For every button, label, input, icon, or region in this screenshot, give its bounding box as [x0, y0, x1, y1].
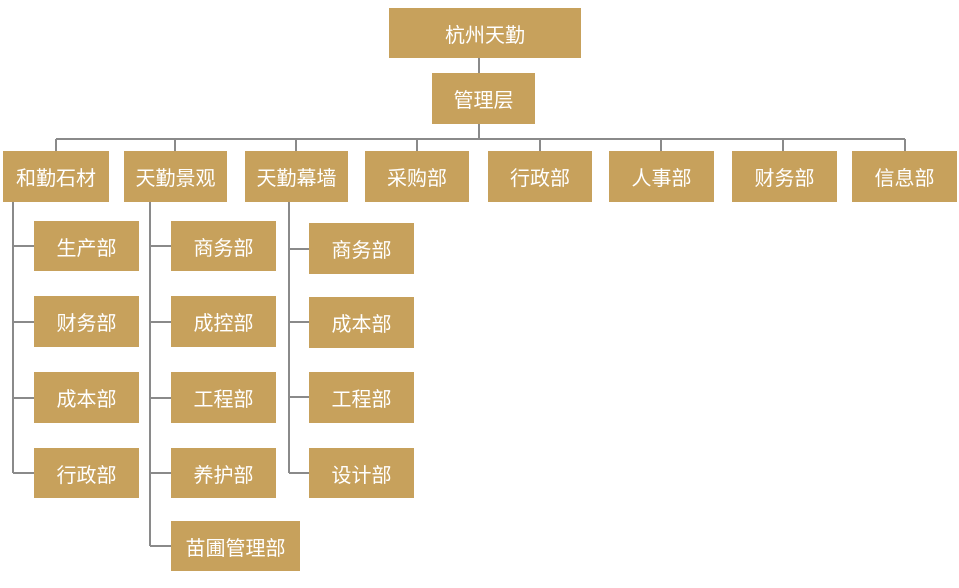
curtain-sub-design: 设计部 — [309, 448, 414, 498]
dept-it: 信息部 — [852, 151, 957, 202]
dept-purchasing: 采购部 — [365, 151, 469, 202]
dept-heqin-stone: 和勤石材 — [3, 151, 109, 202]
landscape-sub-nursery: 苗圃管理部 — [171, 521, 300, 571]
dept-tianqin-landscape: 天勤景观 — [124, 151, 227, 202]
dept-finance: 财务部 — [732, 151, 837, 202]
landscape-sub-engineering: 工程部 — [171, 372, 276, 423]
landscape-sub-cost-control: 成控部 — [171, 296, 276, 347]
org-management: 管理层 — [432, 73, 535, 124]
curtain-sub-engineering: 工程部 — [309, 372, 414, 423]
heqin-sub-cost: 成本部 — [34, 372, 139, 423]
heqin-sub-admin: 行政部 — [34, 448, 139, 498]
dept-administration: 行政部 — [488, 151, 592, 202]
heqin-sub-production: 生产部 — [34, 221, 139, 271]
dept-hr: 人事部 — [609, 151, 714, 202]
heqin-sub-finance: 财务部 — [34, 296, 139, 347]
dept-tianqin-curtain-wall: 天勤幕墙 — [245, 151, 348, 202]
landscape-sub-business: 商务部 — [171, 221, 276, 271]
landscape-sub-maintenance: 养护部 — [171, 448, 276, 498]
org-root: 杭州天勤 — [389, 8, 581, 58]
curtain-sub-cost: 成本部 — [309, 297, 414, 348]
curtain-sub-business: 商务部 — [309, 223, 414, 274]
